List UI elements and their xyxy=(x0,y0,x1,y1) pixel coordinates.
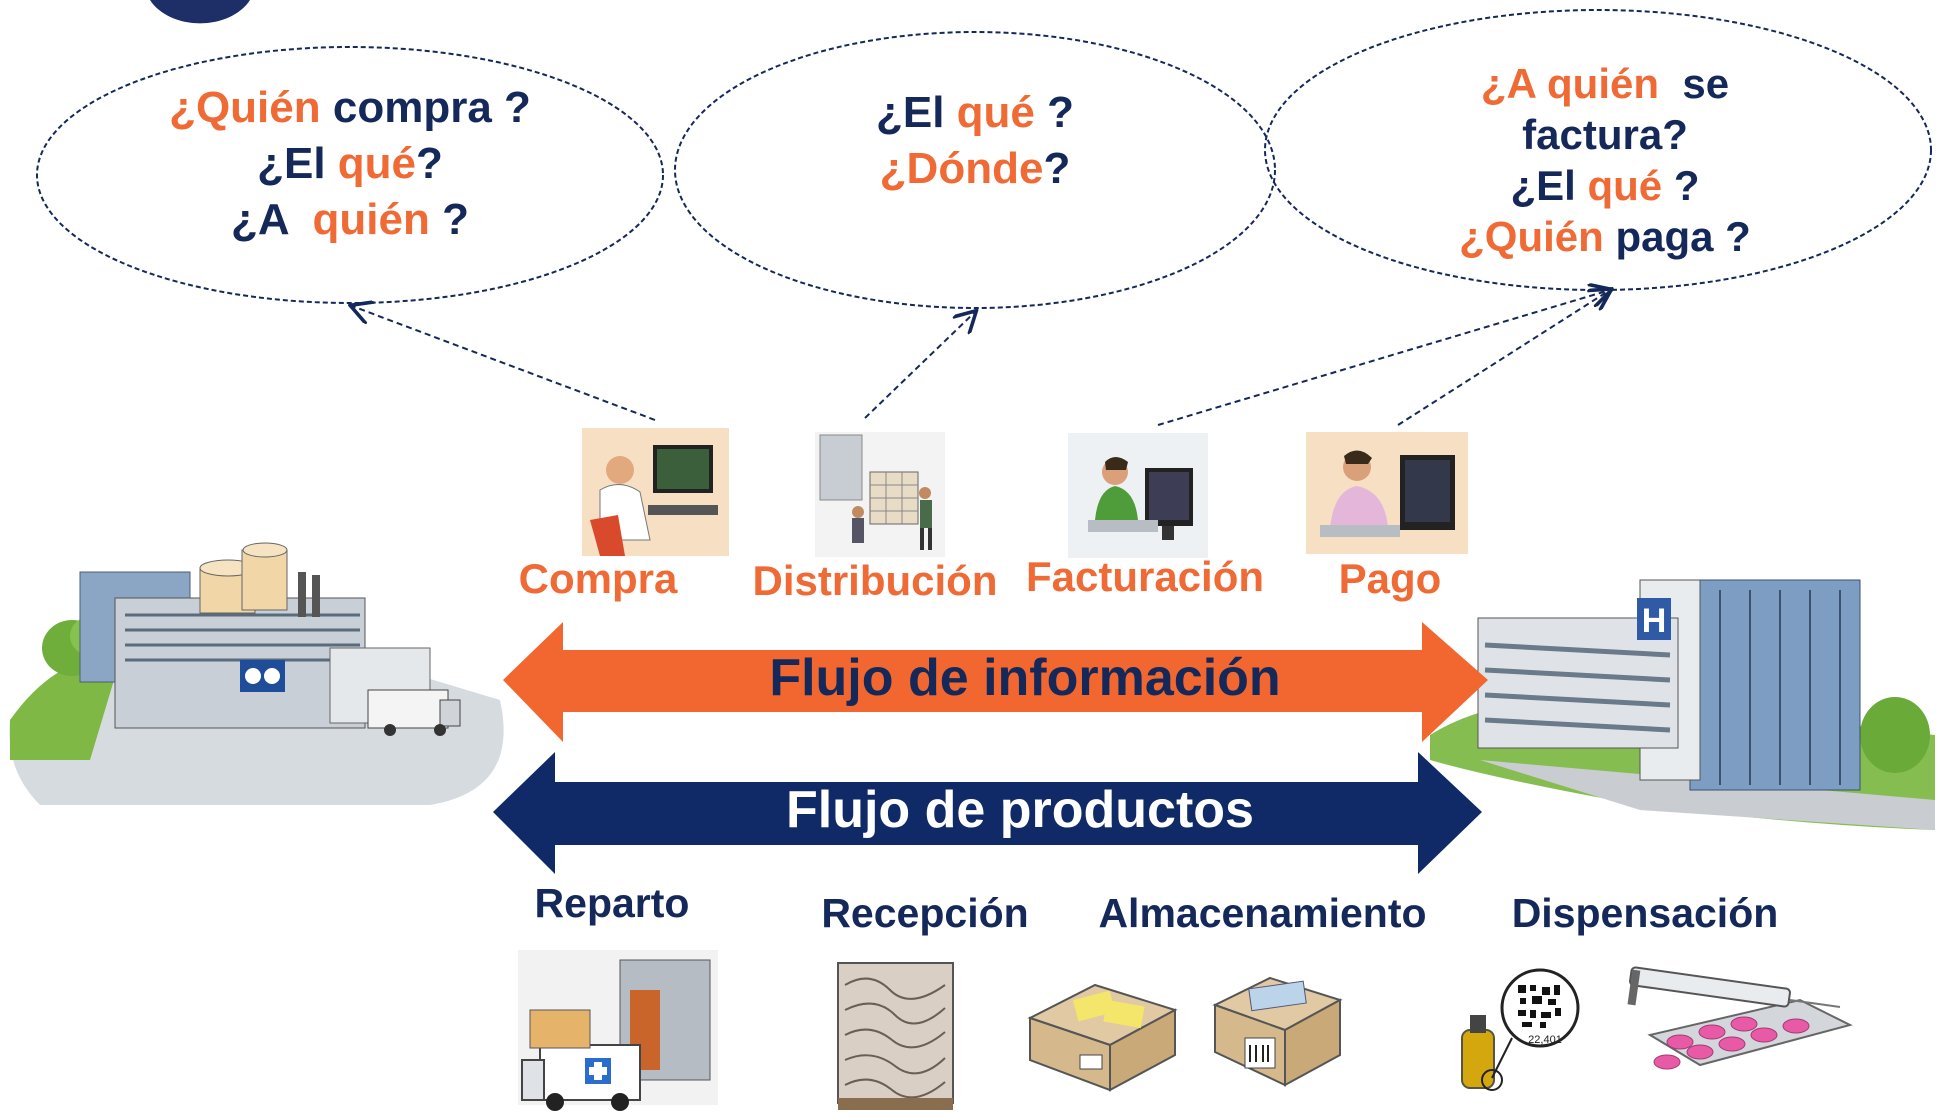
role-label-distribucion: Distribución xyxy=(752,557,998,604)
bubble-fragment: factura? xyxy=(1522,111,1688,158)
bubble-fragment: ¿A xyxy=(231,195,313,244)
bubble-fragment: quién xyxy=(312,195,430,244)
bubble-fragment: ¿Dónde xyxy=(879,144,1044,193)
svg-text:H: H xyxy=(1642,602,1667,640)
bubble-line: ¿Quién compra ? xyxy=(95,80,605,136)
bubble-fragment: ¿A quién xyxy=(1480,60,1660,107)
bubble-fragment: ? xyxy=(1662,162,1700,209)
bubble-fragment: paga ? xyxy=(1603,213,1751,260)
delivery-truck-icon xyxy=(518,950,718,1111)
bubble-fragment: ¿El xyxy=(257,139,338,188)
wrapped-pallet-icon xyxy=(837,962,954,1110)
payment-computer-icon xyxy=(1306,432,1468,554)
bubble-buyer-text: ¿Quién compra ? ¿El qué? ¿A quién ? xyxy=(95,80,605,248)
open-box-vials-icon xyxy=(1212,976,1343,1087)
bubble-line: factura? xyxy=(1380,109,1830,160)
distribution-pallet-icon xyxy=(815,432,945,557)
product-flow-label: Flujo de productos xyxy=(786,781,1254,839)
step-label-dispensacion: Dispensación xyxy=(1511,890,1779,936)
connector-facturacion xyxy=(1157,290,1610,426)
information-flow-arrow xyxy=(503,622,1488,742)
connector-compra xyxy=(352,306,656,421)
bubble-fragment: ? xyxy=(429,195,469,244)
bubble-billing-text: ¿A quién se factura? ¿El qué ? ¿Quién pa… xyxy=(1380,58,1830,262)
bubble-distribution-text: ¿El qué ? ¿Dónde? xyxy=(775,85,1175,197)
bubble-line: ¿El qué ? xyxy=(775,85,1175,141)
bubble-fragment: ¿El xyxy=(875,88,957,137)
step-label-reparto: Reparto xyxy=(534,880,690,926)
open-box-labels-icon xyxy=(1027,983,1178,1092)
bubble-fragment: se xyxy=(1659,60,1730,107)
hospital-illustration: H xyxy=(1430,579,1935,830)
bubble-fragment: qué xyxy=(337,139,417,188)
billing-computer-icon xyxy=(1068,433,1208,558)
step-label-recepcion: Recepción xyxy=(821,890,1029,936)
connector-pago xyxy=(1397,290,1610,426)
bubble-line: ¿A quién se xyxy=(1380,58,1830,109)
bubble-fragment: qué xyxy=(956,88,1035,137)
bubble-line: ¿A quién ? xyxy=(95,192,605,248)
bubble-fragment: ¿El xyxy=(1510,162,1588,209)
bubble-fragment: ¿Quién xyxy=(169,83,321,132)
bubble-fragment: compra ? xyxy=(320,83,531,132)
role-label-compra: Compra xyxy=(518,555,678,602)
bubble-line: ¿El qué ? xyxy=(1380,160,1830,211)
bubble-distribution xyxy=(674,31,1276,309)
factory-illustration xyxy=(9,542,504,805)
connector-distribucion xyxy=(864,312,975,419)
buyer-computer-icon xyxy=(582,428,729,556)
bubble-fragment: ? xyxy=(416,139,443,188)
product-flow-arrow xyxy=(493,752,1482,874)
bubble-line: ¿Dónde? xyxy=(775,141,1175,197)
barcode-number: 22,401 xyxy=(1528,1034,1562,1046)
step-label-almacenamiento: Almacenamiento xyxy=(1098,890,1427,936)
barcode-bottle-icon: 22,401 xyxy=(1461,968,1580,1091)
role-label-facturacion: Facturación xyxy=(1025,553,1265,600)
bubble-fragment: ¿Quién xyxy=(1459,213,1604,260)
syringe-pills-icon xyxy=(1627,966,1853,1070)
role-label-pago: Pago xyxy=(1338,555,1442,602)
bubble-line: ¿El qué? xyxy=(95,136,605,192)
bubble-line: ¿Quién paga ? xyxy=(1380,211,1830,262)
bubble-fragment: ? xyxy=(1043,144,1071,193)
bubble-fragment: ? xyxy=(1034,88,1075,137)
bubble-fragment: qué xyxy=(1587,162,1663,209)
logo-fragment xyxy=(150,0,250,24)
information-flow-label: Flujo de información xyxy=(769,649,1281,707)
